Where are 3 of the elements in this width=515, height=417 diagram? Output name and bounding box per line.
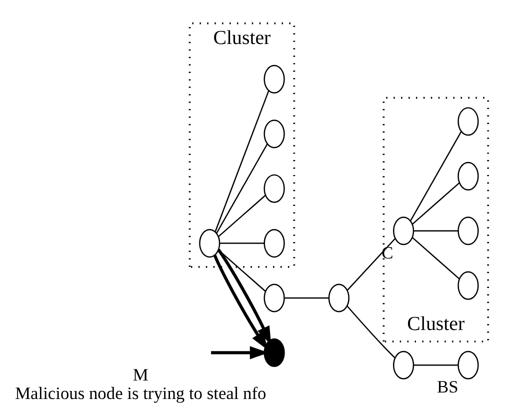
node-label: M — [132, 364, 148, 384]
node-label: BS — [437, 376, 458, 397]
node-label: Malicious node is trying to steal nfo — [15, 382, 266, 403]
